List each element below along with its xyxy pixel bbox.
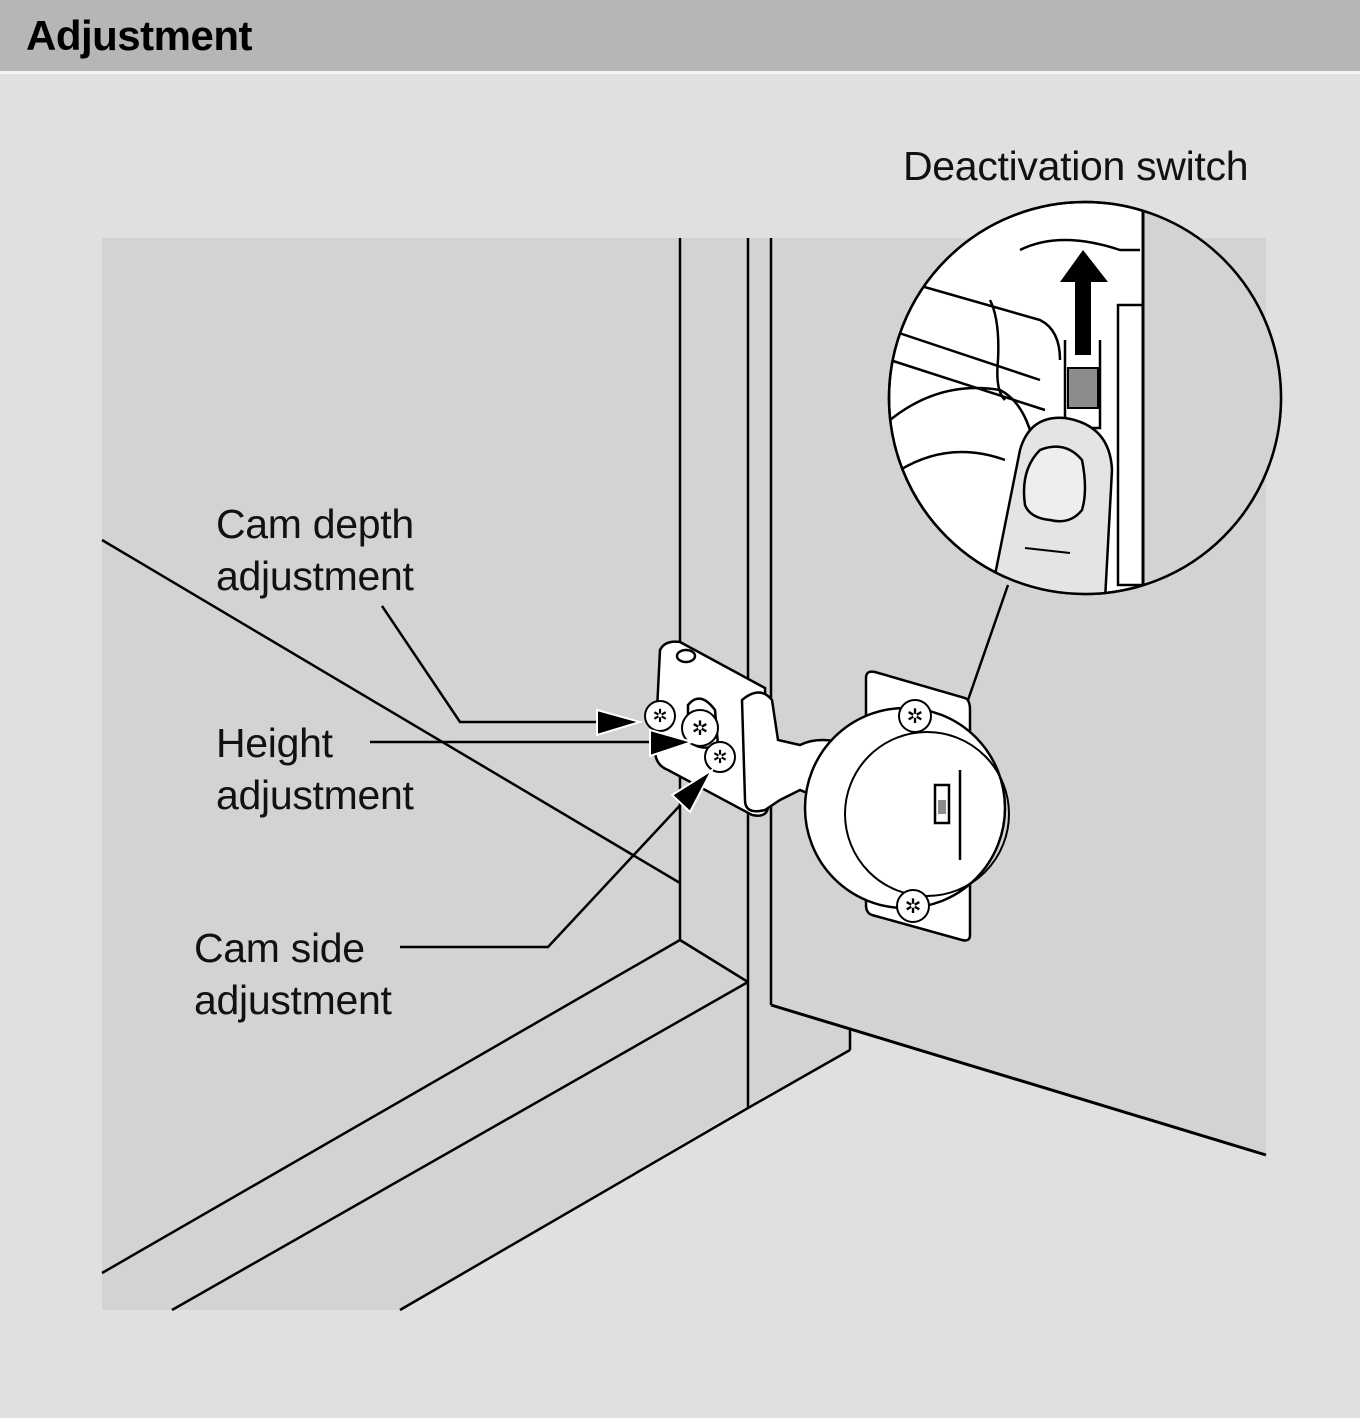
cam-side-screw: ✲ bbox=[704, 741, 736, 773]
svg-text:✲: ✲ bbox=[712, 747, 727, 767]
cup-screw-bottom: ✲ bbox=[896, 889, 930, 923]
label-cam-side-line2: adjustment bbox=[194, 977, 392, 1023]
svg-text:✲: ✲ bbox=[652, 706, 667, 726]
deactivation-leader bbox=[966, 584, 1010, 701]
label-cam-depth-line1: Cam depth bbox=[216, 501, 414, 547]
label-cam-depth-line2: adjustment bbox=[216, 553, 414, 599]
svg-text:✲: ✲ bbox=[907, 706, 924, 728]
thumbnail bbox=[1022, 445, 1087, 523]
svg-text:✲: ✲ bbox=[692, 718, 709, 740]
label-cam-side-line1: Cam side bbox=[194, 925, 365, 971]
floor-area bbox=[400, 1030, 1266, 1310]
svg-text:✲: ✲ bbox=[905, 896, 922, 918]
cam-depth-leader bbox=[380, 605, 600, 724]
cam-side-leader bbox=[400, 799, 686, 949]
section-title: Adjustment bbox=[26, 12, 253, 59]
cabinet-lines bbox=[101, 238, 1267, 1312]
screws: ✲ ✲ ✲ ✲ ✲ bbox=[644, 699, 932, 923]
label-height-line1: Height bbox=[216, 720, 333, 766]
section-header: Adjustment bbox=[0, 0, 1360, 74]
cam-depth-screw: ✲ bbox=[644, 700, 676, 732]
deactivation-switch-inset bbox=[887, 200, 1283, 596]
switch-slider bbox=[1067, 367, 1099, 409]
leader-lines bbox=[370, 584, 1010, 949]
callout-arrows bbox=[596, 708, 715, 814]
cam-depth-arrow bbox=[596, 708, 644, 737]
cam-side-arrow bbox=[670, 767, 715, 814]
label-height-line2: adjustment bbox=[216, 772, 414, 818]
label-deactivation-switch: Deactivation switch bbox=[903, 143, 1249, 189]
cup-screw-top: ✲ bbox=[898, 699, 932, 733]
height-arrow bbox=[649, 728, 696, 758]
up-arrow-icon bbox=[1060, 250, 1108, 355]
height-screw: ✲ bbox=[681, 709, 719, 747]
